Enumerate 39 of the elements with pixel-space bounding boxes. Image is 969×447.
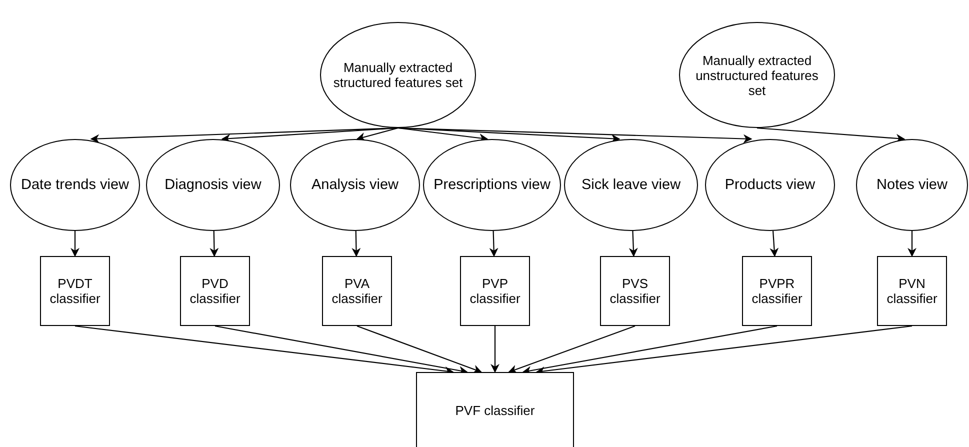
node-label: PVP classifier [468, 276, 522, 306]
arrow [908, 231, 916, 257]
node-label: PVPR classifier [750, 276, 804, 306]
process-box [322, 256, 392, 326]
arrow [489, 230, 498, 257]
process-box [416, 372, 574, 447]
process-box [460, 256, 530, 326]
node-label: PVS classifier [608, 276, 662, 306]
node-label: Analysis view [311, 177, 399, 193]
process-box [742, 256, 812, 326]
node-label: Diagnosis view [164, 177, 262, 193]
arrow [70, 231, 80, 257]
node-label: PVDT classifier [48, 276, 102, 306]
node-label: PVD classifier [188, 276, 242, 306]
node-label: Products view [724, 177, 816, 193]
arrow [356, 325, 482, 374]
arrow [352, 230, 361, 257]
node-label: Sick leave view [581, 177, 681, 193]
arrow [398, 127, 752, 144]
arrow [522, 325, 778, 375]
arrow [628, 230, 638, 257]
process-box [180, 256, 250, 326]
process-box [877, 256, 947, 326]
node-label: PVN classifier [886, 276, 938, 306]
arrow [508, 325, 636, 374]
node-label: Date trends view [21, 177, 129, 193]
process-box [40, 256, 110, 326]
arrow [770, 230, 779, 257]
process-box [600, 256, 670, 326]
arrow [210, 230, 219, 257]
node-label: Manually extracted structured features set [332, 60, 464, 90]
arrow [214, 325, 468, 375]
node-label: PVF classifier [455, 402, 535, 418]
node-label: Manually extracted unstructured features set [694, 52, 820, 98]
arrow [356, 127, 398, 142]
node-label: Notes view [876, 177, 948, 193]
arrow [490, 326, 500, 373]
node-label: PVA classifier [330, 276, 384, 306]
node-label: Prescriptions view [434, 177, 550, 193]
